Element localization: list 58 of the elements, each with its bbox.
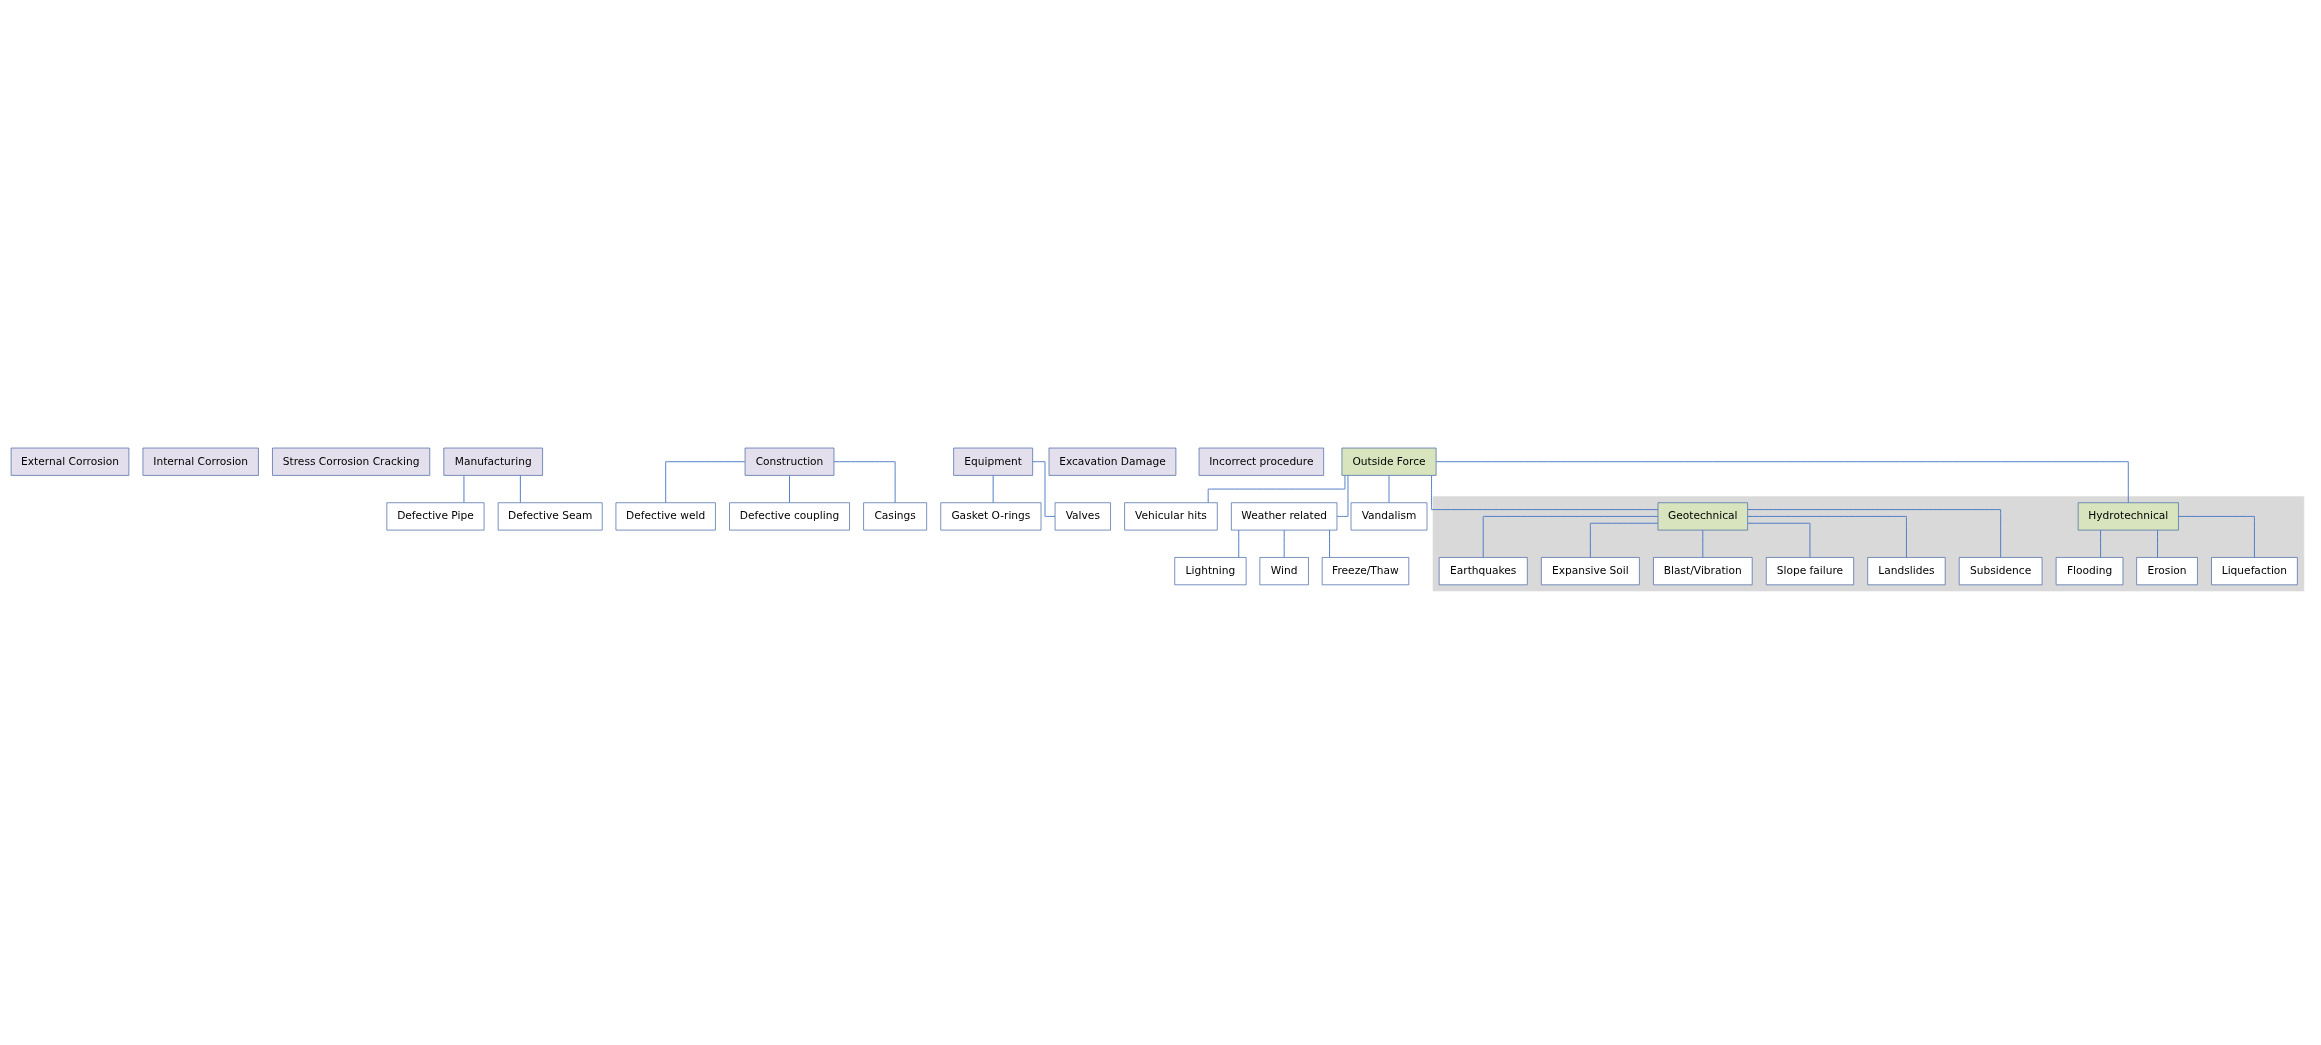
node-box: Gasket O-rings	[940, 502, 1042, 531]
node-box: Construction	[744, 447, 835, 476]
connector	[1589, 522, 1659, 558]
node-box: Defective Seam	[497, 502, 603, 531]
node-box: Defective coupling	[729, 502, 850, 531]
connector	[1747, 522, 1811, 558]
connector	[1283, 529, 1285, 558]
connector	[1336, 475, 1349, 517]
node-box: Outside Force	[1341, 447, 1437, 476]
node-box: Blast/Vibration	[1653, 557, 1753, 586]
connector	[1747, 509, 2002, 558]
connector	[1032, 461, 1056, 517]
node-box: Internal Corrosion	[142, 447, 259, 476]
node-box: Casings	[863, 502, 928, 531]
node-box: Subsidence	[1958, 557, 2043, 586]
node-box: Excavation Damage	[1048, 447, 1177, 476]
node-box: Equipment	[953, 447, 1034, 476]
connector	[519, 475, 521, 503]
node-box: Weather related	[1230, 502, 1338, 531]
connector	[463, 475, 465, 503]
node-box: Lightning	[1174, 557, 1247, 586]
node-box: Freeze/Thaw	[1321, 557, 1410, 586]
node-box: Stress Corrosion Cracking	[272, 447, 431, 476]
node-box: Incorrect procedure	[1198, 447, 1325, 476]
connector	[665, 461, 746, 504]
node-box: Vandalism	[1350, 502, 1428, 531]
connector	[1388, 475, 1390, 503]
connector	[1435, 461, 2129, 504]
node-box: Earthquakes	[1438, 557, 1528, 586]
cluster	[1432, 496, 2305, 592]
node-box: Expansive Soil	[1540, 557, 1640, 586]
connector	[1747, 515, 1907, 558]
node-box: Flooding	[2055, 557, 2124, 586]
connector	[1702, 529, 1704, 558]
node-box: External Corrosion	[10, 447, 130, 476]
connector	[1207, 475, 1346, 503]
node-box: Geotechnical	[1657, 502, 1749, 531]
node-box: Defective weld	[615, 502, 716, 531]
connector	[992, 475, 994, 503]
connector	[1238, 529, 1240, 558]
connector	[2100, 529, 2102, 558]
node-box: Valves	[1054, 502, 1111, 531]
node-box: Landslides	[1867, 557, 1946, 586]
node-box: Wind	[1259, 557, 1309, 586]
node-box: Erosion	[2136, 557, 2198, 586]
node-box: Manufacturing	[443, 447, 543, 476]
connector	[2157, 529, 2158, 558]
connector	[1482, 515, 1659, 558]
connector	[2178, 515, 2255, 558]
connector	[1431, 475, 1659, 511]
node-box: Liquefaction	[2211, 557, 2298, 586]
node-box: Vehicular hits	[1124, 502, 1218, 531]
connector	[789, 475, 790, 503]
node-box: Defective Pipe	[386, 502, 485, 531]
node-box: Slope failure	[1765, 557, 1854, 586]
connector	[833, 461, 896, 504]
connector	[1329, 529, 1330, 558]
node-box: Hydrotechnical	[2077, 502, 2179, 531]
